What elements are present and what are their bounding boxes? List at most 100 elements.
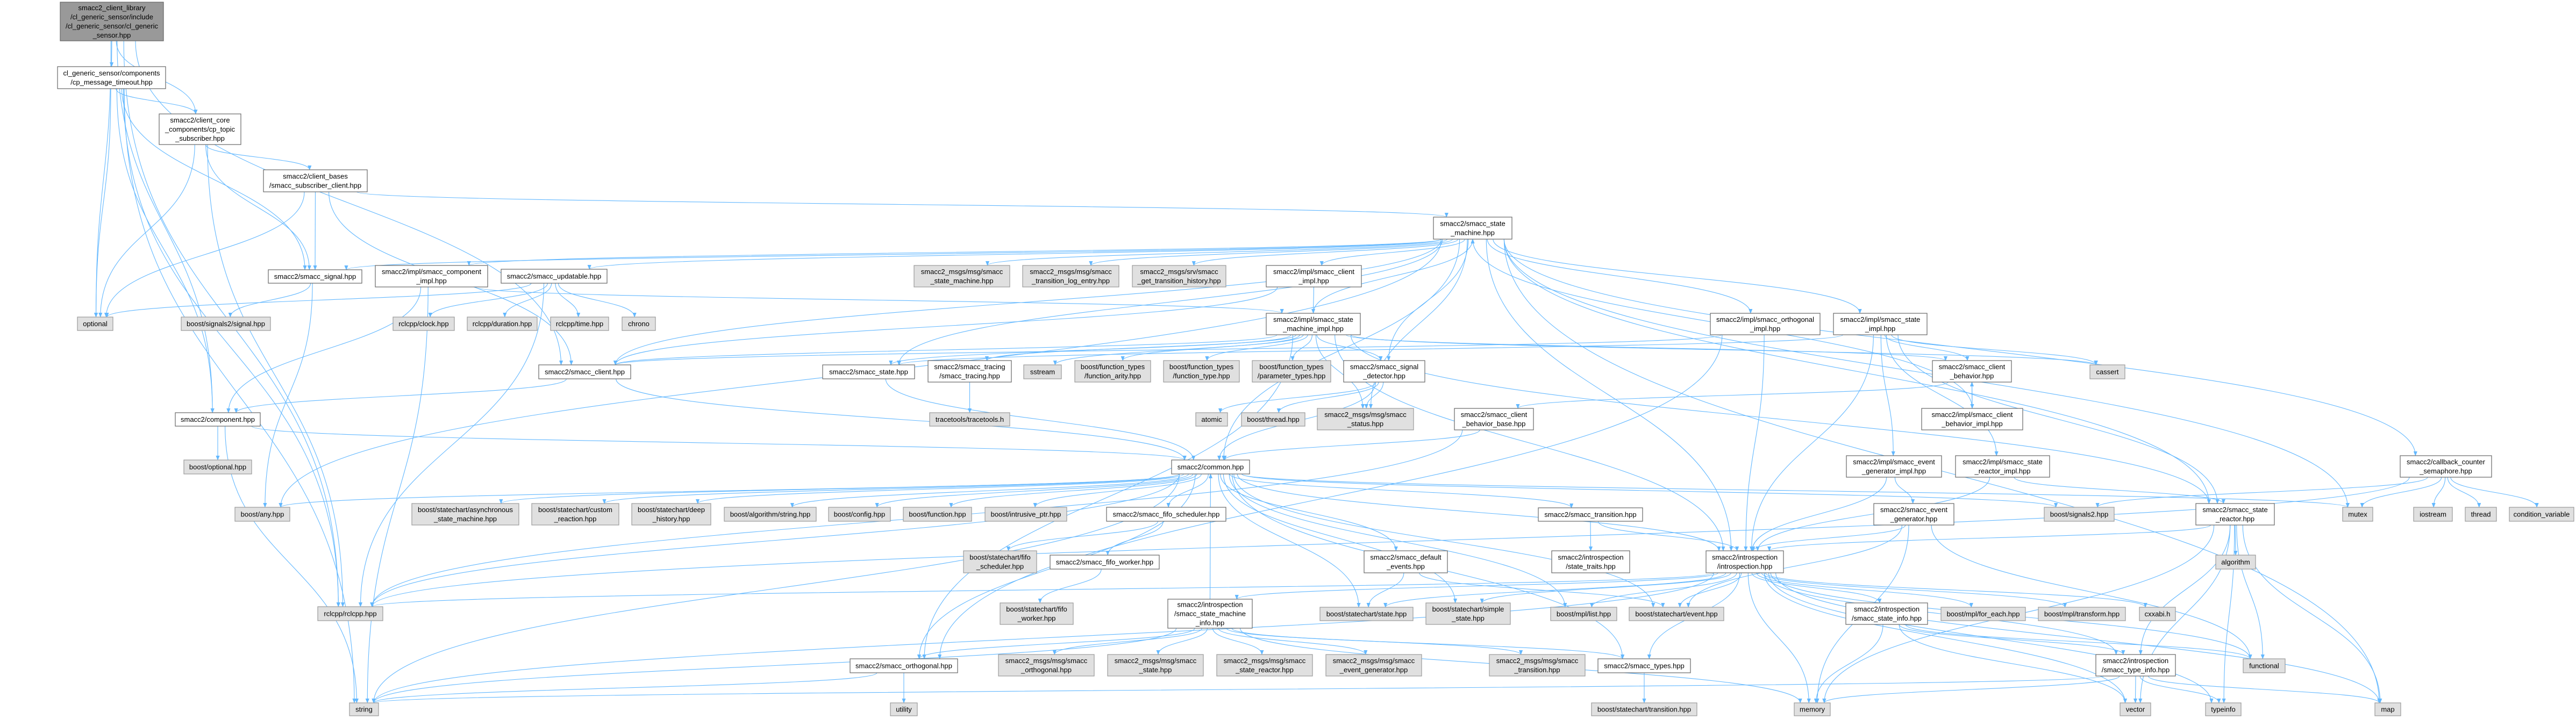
node-tinfo[interactable]: smacc2/introspection/smacc_type_info.hpp <box>2095 654 2176 677</box>
node-sstream[interactable]: sstream <box>1023 364 1062 379</box>
node-client[interactable]: smacc2/smacc_client.hpp <box>538 364 631 379</box>
node-cassert[interactable]: cassert <box>2089 364 2125 379</box>
node-mpltrans[interactable]: boost/mpl/transform.hpp <box>2038 607 2126 621</box>
node-compimpl[interactable]: smacc2/impl/smacc_component_impl.hpp <box>375 265 488 287</box>
node-mpllist[interactable]: boost/mpl/list.hpp <box>1550 607 1617 621</box>
node-bstrans[interactable]: boost/statechart/transition.hpp <box>1591 702 1697 716</box>
node-algorithm[interactable]: algorithm <box>2215 555 2256 570</box>
node-smimpl[interactable]: smacc2/impl/smacc_state_machine_impl.hpp <box>1266 313 1361 335</box>
node-farity[interactable]: boost/function_types/function_arity.hpp <box>1074 360 1151 383</box>
node-bsfifosch[interactable]: boost/statechart/fifo_scheduler.hpp <box>963 550 1037 573</box>
edge-orthogonal-to-string <box>372 672 877 703</box>
node-condvar[interactable]: condition_variable <box>2509 507 2574 522</box>
node-meg[interactable]: smacc2_msgs/msg/smacc_event_generator.hp… <box>1325 654 1422 677</box>
node-iostream[interactable]: iostream <box>2413 507 2453 522</box>
edge-sreactor-to-tinfo <box>2138 524 2231 655</box>
node-smi[interactable]: smacc2/introspection/smacc_state_machine… <box>1167 599 1253 629</box>
edge-stateimpl-to-srimpl <box>1886 334 1999 456</box>
node-cbimpl[interactable]: smacc2/impl/smacc_client_behavior_impl.h… <box>1921 408 2023 430</box>
node-straits[interactable]: smacc2/introspection/state_traits.hpp <box>1551 550 1630 573</box>
node-sgth[interactable]: smacc2_msgs/srv/smacc_get_transition_his… <box>1132 265 1226 287</box>
node-boptional[interactable]: boost/optional.hpp <box>183 459 252 474</box>
node-bfunction[interactable]: boost/function.hpp <box>903 507 972 522</box>
node-utility[interactable]: utility <box>890 702 918 716</box>
node-typeinfo[interactable]: typeinfo <box>2205 702 2242 716</box>
node-memory[interactable]: memory <box>1794 702 1831 716</box>
edge-common-to-async <box>499 473 1180 504</box>
node-cbeh[interactable]: smacc2/smacc_client_behavior.hpp <box>1932 360 2012 383</box>
node-mtrans[interactable]: smacc2_msgs/msg/smacc_transition.hpp <box>1489 654 1586 677</box>
node-mutex[interactable]: mutex <box>2342 507 2373 522</box>
node-clock[interactable]: rclcpp/clock.hpp <box>393 317 455 331</box>
node-state[interactable]: smacc2/smacc_state.hpp <box>822 364 915 379</box>
node-ftype[interactable]: boost/function_types/function_type.hpp <box>1163 360 1240 383</box>
node-transition[interactable]: smacc2/smacc_transition.hpp <box>1538 507 1643 522</box>
node-bsfifow[interactable]: boost/statechart/fifo_worker.hpp <box>1000 602 1074 625</box>
node-intro[interactable]: smacc2/introspection/introspection.hpp <box>1706 550 1784 573</box>
node-mstate[interactable]: smacc2_msgs/msg/smacc_state.hpp <box>1107 654 1204 677</box>
node-time[interactable]: rclcpp/time.hpp <box>550 317 609 331</box>
node-tracetools[interactable]: tracetools/tracetools.h <box>929 412 1010 427</box>
node-optional[interactable]: optional <box>77 317 113 331</box>
node-rclcpp[interactable]: rclcpp/rclcpp.hpp <box>317 606 383 621</box>
edge-top-to-component <box>117 40 215 413</box>
node-fifoworker[interactable]: smacc2/smacc_fifo_worker.hpp <box>1050 555 1160 570</box>
node-cpmt[interactable]: cl_generic_sensor/components/cp_message_… <box>57 66 166 89</box>
node-common[interactable]: smacc2/common.hpp <box>1171 459 1250 474</box>
node-egimpl[interactable]: smacc2/impl/smacc_event_generator_impl.h… <box>1846 455 1942 478</box>
node-custom[interactable]: boost/statechart/custom_reaction.hpp <box>531 503 619 526</box>
node-foreach[interactable]: boost/mpl/for_each.hpp <box>1940 607 2026 621</box>
node-bthread[interactable]: boost/thread.hpp <box>1241 412 1305 427</box>
node-functional[interactable]: functional <box>2243 658 2286 673</box>
node-vector[interactable]: vector <box>2120 702 2151 716</box>
node-atomic[interactable]: atomic <box>1195 412 1228 427</box>
node-event[interactable]: boost/statechart/event.hpp <box>1629 607 1724 621</box>
node-status[interactable]: smacc2_msgs/msg/smacc_status.hpp <box>1317 408 1414 430</box>
node-types[interactable]: smacc2/smacc_types.hpp <box>1597 658 1691 673</box>
node-orthimpl[interactable]: smacc2/impl/smacc_orthogonal_impl.hpp <box>1710 313 1821 335</box>
node-sreactor[interactable]: smacc2/smacc_state_reactor.hpp <box>2195 503 2275 526</box>
node-cbbase[interactable]: smacc2/smacc_client_behavior_base.hpp <box>1454 408 1534 430</box>
node-algstr[interactable]: boost/algorithm/string.hpp <box>724 507 817 522</box>
node-bsstate[interactable]: boost/statechart/state.hpp <box>1319 607 1414 621</box>
node-msm[interactable]: smacc2_msgs/msg/smacc_state_machine.hpp <box>914 265 1010 287</box>
node-deep[interactable]: boost/statechart/deep_history.hpp <box>631 503 711 526</box>
node-evgen[interactable]: smacc2/smacc_event_generator.hpp <box>1873 503 1954 526</box>
node-chrono[interactable]: chrono <box>622 317 656 331</box>
node-map[interactable]: map <box>2374 702 2401 716</box>
node-signal[interactable]: smacc2/smacc_signal.hpp <box>268 269 362 284</box>
node-string[interactable]: string <box>349 702 379 716</box>
node-sig2signal[interactable]: boost/signals2/signal.hpp <box>181 317 271 331</box>
node-simple[interactable]: boost/statechart/simple_state.hpp <box>1425 602 1511 625</box>
node-signals2[interactable]: boost/signals2.hpp <box>2044 507 2115 522</box>
node-config[interactable]: boost/config.hpp <box>828 507 891 522</box>
node-orthogonal[interactable]: smacc2/smacc_orthogonal.hpp <box>850 658 958 673</box>
node-defev[interactable]: smacc2/smacc_default_events.hpp <box>1364 550 1448 573</box>
node-clientimpl[interactable]: smacc2/impl/smacc_client_impl.hpp <box>1266 265 1362 287</box>
node-subcl[interactable]: smacc2/client_bases/smacc_subscriber_cli… <box>263 169 368 192</box>
node-ptypes[interactable]: boost/function_types/parameter_types.hpp <box>1252 360 1331 383</box>
node-msr[interactable]: smacc2_msgs/msg/smacc_state_reactor.hpp <box>1216 654 1313 677</box>
node-top[interactable]: smacc2_client_library/cl_generic_sensor/… <box>60 2 164 41</box>
node-sinfo[interactable]: smacc2/introspection/smacc_state_info.hp… <box>1845 602 1928 625</box>
node-cxxabi[interactable]: cxxabi.h <box>2139 607 2176 621</box>
node-morth[interactable]: smacc2_msgs/msg/smacc_orthogonal.hpp <box>998 654 1095 677</box>
node-thread[interactable]: thread <box>2465 507 2497 522</box>
node-stateimpl[interactable]: smacc2/impl/smacc_state_impl.hpp <box>1833 313 1928 335</box>
node-cpts[interactable]: smacc2/client_core_components/cp_topic_s… <box>159 113 241 145</box>
edge-sreactor-to-intro <box>1767 524 2211 551</box>
node-fifosch[interactable]: smacc2/smacc_fifo_scheduler.hpp <box>1106 507 1226 522</box>
node-sm[interactable]: smacc2/smacc_state_machine.hpp <box>1433 217 1512 240</box>
node-sigdet[interactable]: smacc2/smacc_signal_detector.hpp <box>1343 360 1425 383</box>
node-label: boost/statechart/event.hpp <box>1635 610 1717 618</box>
node-updatable[interactable]: smacc2/smacc_updatable.hpp <box>501 269 608 284</box>
node-duration[interactable]: rclcpp/duration.hpp <box>467 317 538 331</box>
node-srimpl[interactable]: smacc2/impl/smacc_state_reactor_impl.hpp <box>1955 455 2050 478</box>
node-intr[interactable]: boost/intrusive_ptr.hpp <box>984 507 1067 522</box>
node-any[interactable]: boost/any.hpp <box>234 507 290 522</box>
node-component[interactable]: smacc2/component.hpp <box>175 412 261 427</box>
node-tracing[interactable]: smacc2/smacc_tracing/smacc_tracing.hpp <box>927 360 1012 383</box>
node-mtle[interactable]: smacc2_msgs/msg/smacc_transition_log_ent… <box>1022 265 1119 287</box>
node-cbsem[interactable]: smacc2/callback_counter_semaphore.hpp <box>2400 455 2492 478</box>
node-async[interactable]: boost/statechart/asynchronous_state_mach… <box>411 503 519 526</box>
